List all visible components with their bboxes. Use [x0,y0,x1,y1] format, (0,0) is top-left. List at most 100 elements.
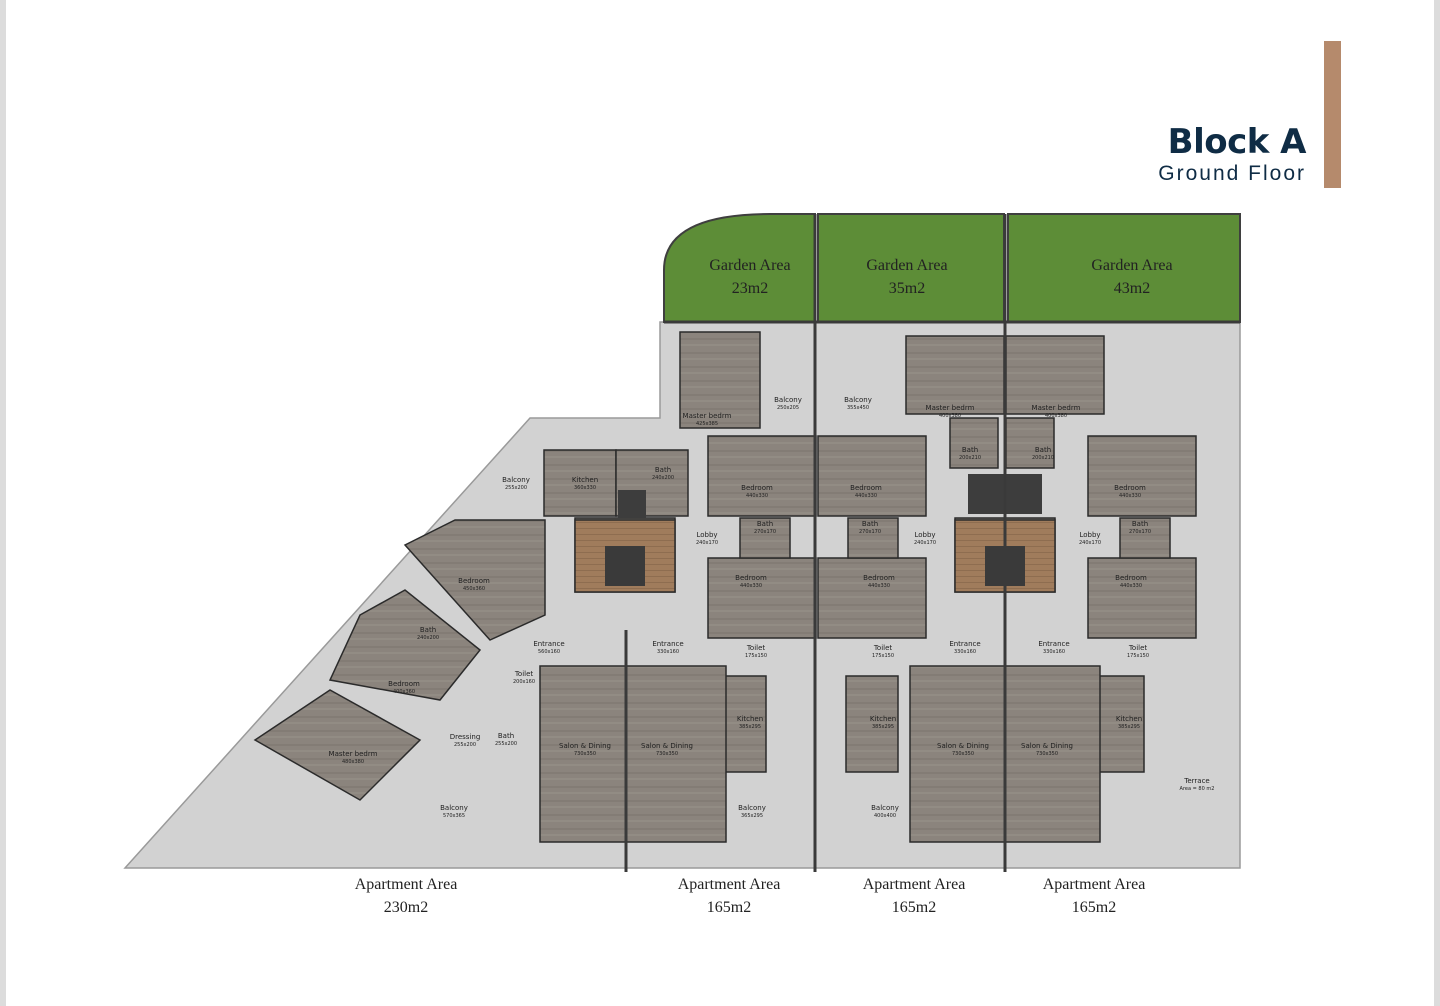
apartment-area-value: 165m2 [707,899,751,916]
room-size: 255x200 [505,485,527,491]
wall-lines [624,214,1240,872]
room-name: Kitchen [1116,715,1142,723]
room-size: 365x295 [741,813,763,819]
room-size: 255x200 [454,742,476,748]
room-name: Entrance [1038,640,1069,648]
room-name: Master bedrm [1032,404,1081,412]
room-name: Salon & Dining [641,742,693,750]
room-name: Salon & Dining [559,742,611,750]
room-labels: Master bedrm425x385Balcony250x205Balcony… [329,396,1215,819]
room-size: 240x200 [417,635,439,641]
room-name: Master bedrm [683,412,732,420]
room-name: Kitchen [737,715,763,723]
room-size: 240x170 [914,540,936,546]
room-size: 730x350 [1036,751,1058,757]
room-floor [253,689,422,801]
room-floor [1087,557,1197,639]
room-name: Bath [1132,520,1148,528]
room-size: 570x365 [443,813,465,819]
room-size: 385x295 [872,724,894,730]
room-floor [949,417,999,469]
room-size: 480x380 [342,759,364,765]
room-size: 240x200 [652,475,674,481]
room-name: Toilet [1128,644,1148,652]
room-name: Balcony [844,396,872,404]
room-size: 425x385 [696,421,718,427]
room-name: Bedroom [1115,574,1147,582]
room-size: 250x205 [777,405,799,411]
service-shaft [618,490,646,518]
room-size: Area = 80 m2 [1180,786,1215,792]
room-size: 330x160 [1043,649,1065,655]
room-floor [328,589,482,701]
room-size: 440x330 [1119,493,1141,499]
garden-area-value: 35m2 [889,280,925,297]
room-size: 330x160 [657,649,679,655]
room-name: Bedroom [735,574,767,582]
room-name: Entrance [533,640,564,648]
room-size: 175x150 [1127,653,1149,659]
room-size: 400x380 [1045,413,1067,419]
room-size: 200x210 [1032,455,1054,461]
accent-bar [1324,41,1341,188]
room-size: 330x160 [954,649,976,655]
room-floor [679,331,761,429]
room-name: Bedroom [741,484,773,492]
room-name: Terrace [1183,777,1209,785]
room-name: Kitchen [870,715,896,723]
room-name: Bath [420,626,436,634]
room-size: 240x170 [696,540,718,546]
room-name: Balcony [502,476,530,484]
room-size: 175x150 [872,653,894,659]
room-size: 560x160 [538,649,560,655]
room-name: Balcony [440,804,468,812]
room-floor [543,449,617,517]
apartment-area-value: 230m2 [384,899,428,916]
room-name: Bedroom [850,484,882,492]
room-name: Bath [655,466,671,474]
room-size: 355x450 [847,405,869,411]
room-size: 240x170 [1079,540,1101,546]
room-size: 175x150 [745,653,767,659]
room-size: 440x330 [1120,583,1142,589]
room-size: 385x295 [739,724,761,730]
garden-area-1 [663,213,816,323]
room-size: 730x350 [656,751,678,757]
garden-name: Garden Area [1091,257,1172,274]
room-name: Salon & Dining [937,742,989,750]
room-name: Master bedrm [329,750,378,758]
room-size: 200x210 [959,455,981,461]
room-name: Toilet [746,644,766,652]
room-name: Dressing [450,733,481,741]
apartment-area-value: 165m2 [1072,899,1116,916]
room-name: Bedroom [863,574,895,582]
room-size: 360x330 [574,485,596,491]
apartment-name: Apartment Area [355,876,458,893]
room-name: Kitchen [572,476,598,484]
room-name: Master bedrm [926,404,975,412]
room-name: Toilet [873,644,893,652]
room-size: 270x170 [859,529,881,535]
room-name: Balcony [738,804,766,812]
room-size: 730x350 [574,751,596,757]
room-name: Bath [1035,446,1051,454]
room-name: Bedroom [388,680,420,688]
elevator-core [605,546,645,586]
room-size: 440x330 [868,583,890,589]
room-floor [845,675,899,773]
room-floor [817,557,927,639]
room-size: 255x200 [495,741,517,747]
floor-subtitle: Ground Floor [1158,162,1306,185]
room-size: 270x170 [754,529,776,535]
room-name: Salon & Dining [1021,742,1073,750]
room-floor [1005,335,1105,415]
room-floor [539,665,727,843]
apartment-name: Apartment Area [1043,876,1146,893]
room-name: Bedroom [458,577,490,585]
room-name: Balcony [871,804,899,812]
room-size: 400x380 [939,413,961,419]
room-floor [847,517,899,559]
